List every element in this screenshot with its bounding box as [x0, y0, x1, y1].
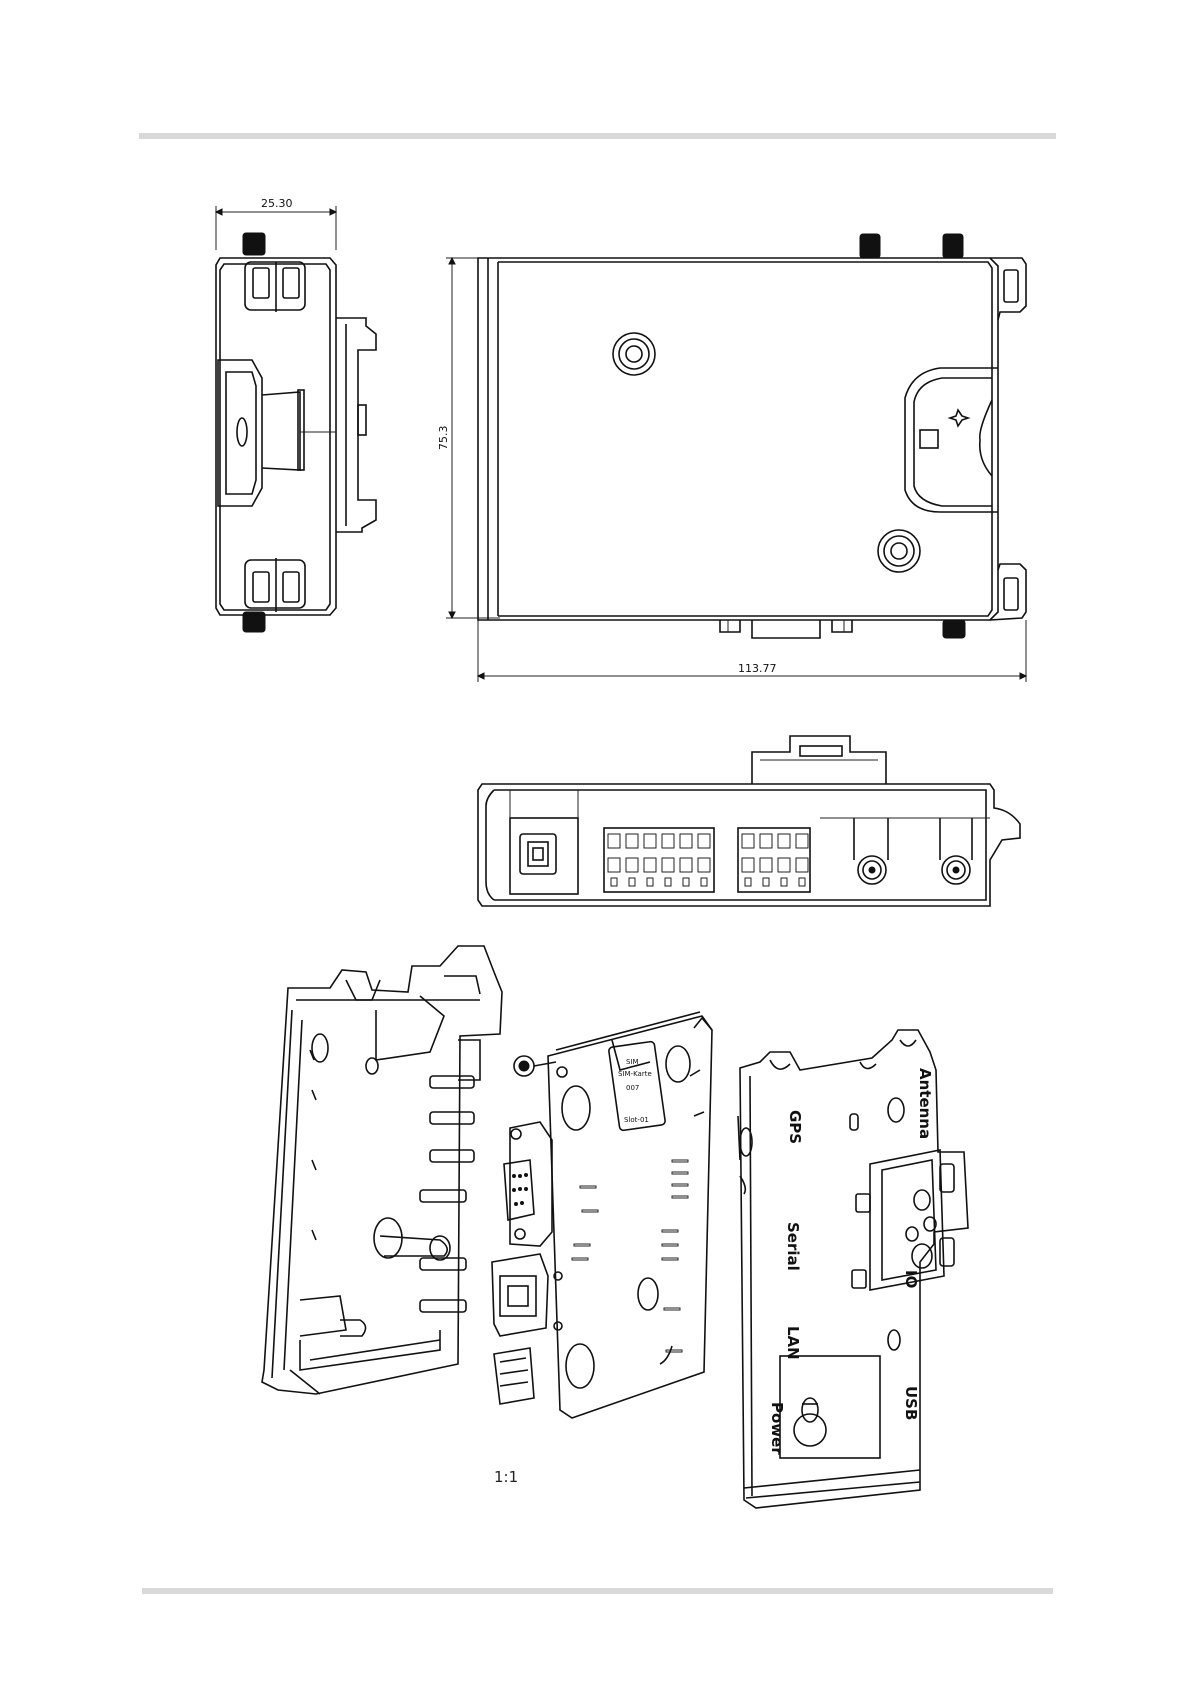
label-serial: Serial [784, 1222, 802, 1271]
label-antenna: Antenna [916, 1068, 934, 1139]
scale-note: 1:1 [494, 1468, 518, 1486]
front-view: 75.3 113.77 [437, 234, 1026, 682]
front-cover: Antenna GPS Serial LAN Power USB IO [738, 1030, 968, 1508]
pcb-board: SIM SIM-Karte 007 Slot-01 [492, 1012, 712, 1418]
sim-label-2: SIM-Karte [618, 1070, 652, 1078]
connector-view [478, 736, 1020, 906]
back-frame [262, 946, 502, 1394]
sim-label-3: 007 [626, 1084, 639, 1092]
side-width-dimension: 25.30 [261, 197, 293, 210]
sim-label-1: SIM [626, 1058, 639, 1066]
label-usb: USB [902, 1386, 920, 1420]
label-power: Power [768, 1402, 786, 1455]
label-gps: GPS [786, 1110, 804, 1144]
sim-label-4: Slot-01 [624, 1116, 649, 1124]
front-height-dimension: 75.3 [437, 426, 450, 451]
exploded-view: SIM SIM-Karte 007 Slot-01 [262, 946, 968, 1508]
label-lan: LAN [784, 1326, 802, 1360]
front-width-dimension: 113.77 [738, 662, 777, 675]
side-view: 25.30 [216, 197, 376, 632]
label-io: IO [902, 1270, 920, 1288]
